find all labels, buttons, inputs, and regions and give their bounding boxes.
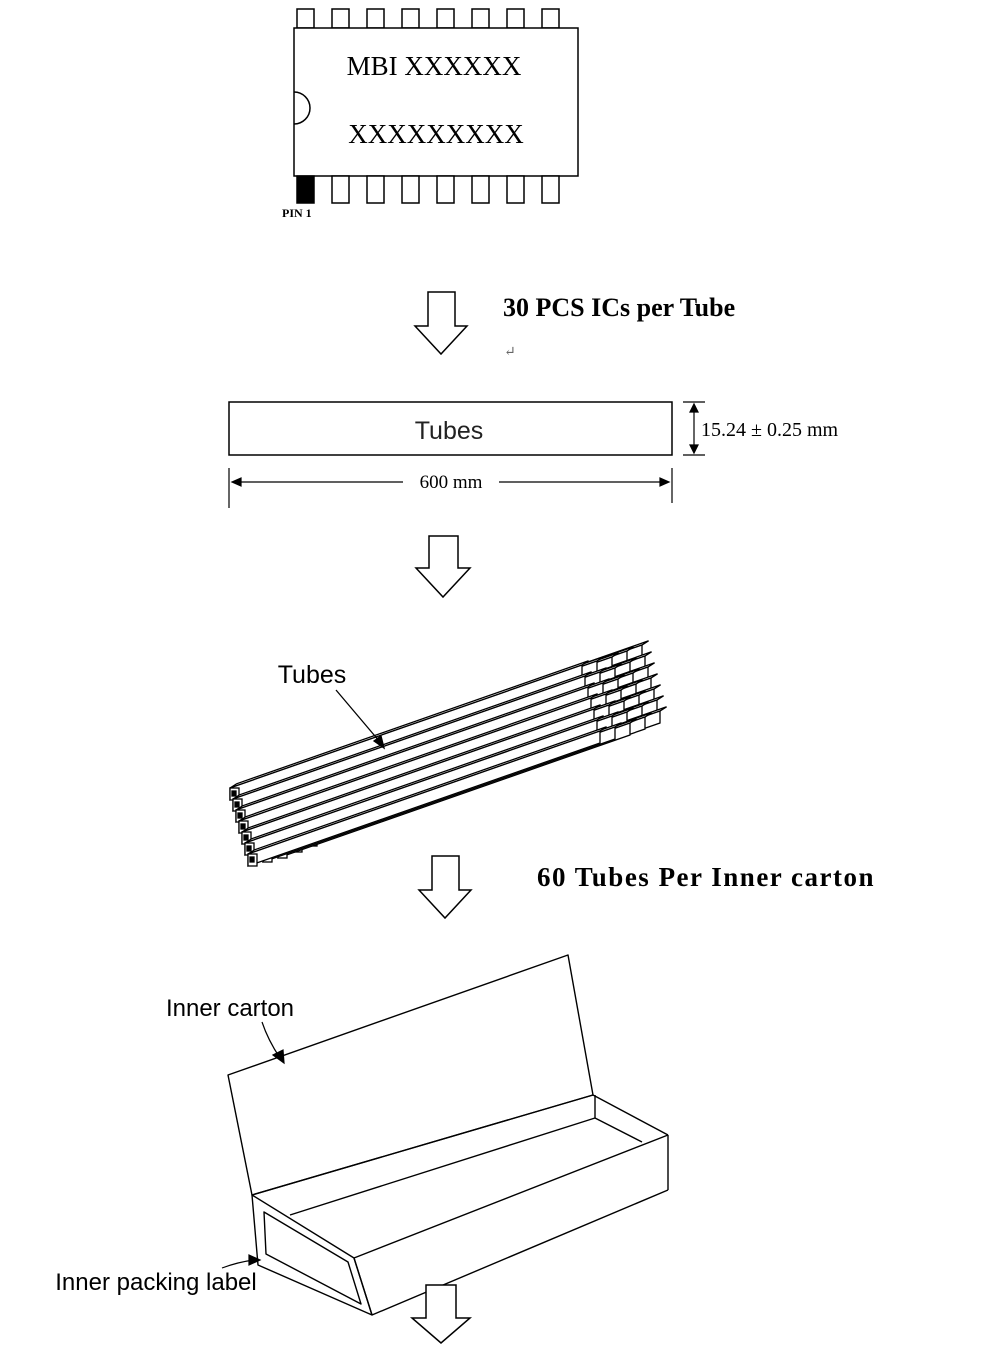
chip-pin-bottom [331, 175, 350, 204]
carton-lid [227, 954, 594, 1196]
chip-pin-bottom [541, 175, 560, 204]
chip-pin-top [541, 8, 560, 29]
tube-opening [231, 790, 237, 797]
tube-height-dimension [683, 401, 705, 456]
tube-bundle [229, 640, 667, 867]
chip-pin-top [366, 8, 385, 29]
chip-top-pins [296, 8, 560, 29]
inner-packing-label-box [263, 1211, 362, 1305]
chip-pin-top [401, 8, 420, 29]
chip-pin-top [506, 8, 525, 29]
chip-pin-bottom [471, 175, 490, 204]
chip-pin-bottom [506, 175, 525, 204]
chip-pin-1 [296, 175, 315, 204]
down-arrow-icon [414, 535, 472, 599]
chip-body [293, 27, 579, 177]
tube-label: Tubes [415, 417, 484, 445]
chip-pin-top [331, 8, 350, 29]
chip-bottom-pins [296, 175, 560, 204]
tube-outline [228, 401, 673, 456]
down-arrow-icon [409, 1284, 473, 1344]
chip-pin-top [296, 8, 315, 29]
tube-opening [234, 801, 240, 808]
chip-pin-bottom [401, 175, 420, 204]
tube-height-dim: 15.24 ± 0.25 mm [701, 419, 839, 441]
tube-length-dim: 600 mm [420, 472, 483, 493]
step1-label: 30 PCS ICs per Tube [503, 293, 735, 322]
chip-pin-bottom [436, 175, 455, 204]
tube-opening [249, 856, 255, 863]
tube-opening [240, 823, 246, 830]
carton-leader-arrow [261, 1021, 285, 1065]
chip-notch [293, 91, 311, 125]
pin1-label: PIN 1 [282, 206, 312, 220]
down-arrow-icon [413, 291, 469, 356]
chip-pin-bottom [366, 175, 385, 204]
ic-chip [293, 8, 579, 204]
bundle-leader-arrow [335, 689, 386, 750]
tube-length-dimension [228, 468, 673, 508]
packing-label-text: Inner packing label [55, 1269, 256, 1296]
bundle-label: Tubes [278, 661, 347, 689]
inner-carton [227, 954, 669, 1316]
return-mark: ↵ [504, 345, 516, 360]
tube-opening [237, 812, 243, 819]
tube-opening [243, 834, 249, 841]
step2-label: 60 Tubes Per Inner carton [537, 862, 875, 892]
chip-pin-top [436, 8, 455, 29]
chip-pin-top [471, 8, 490, 29]
tube-opening [246, 845, 252, 852]
chip-marking-line1: MBI XXXXXX [347, 51, 522, 81]
chip-marking-line2: XXXXXXXXX [348, 119, 524, 149]
down-arrow-icon [417, 855, 473, 920]
packing-label-leader-arrow [221, 1254, 262, 1269]
carton-label: Inner carton [166, 995, 294, 1022]
